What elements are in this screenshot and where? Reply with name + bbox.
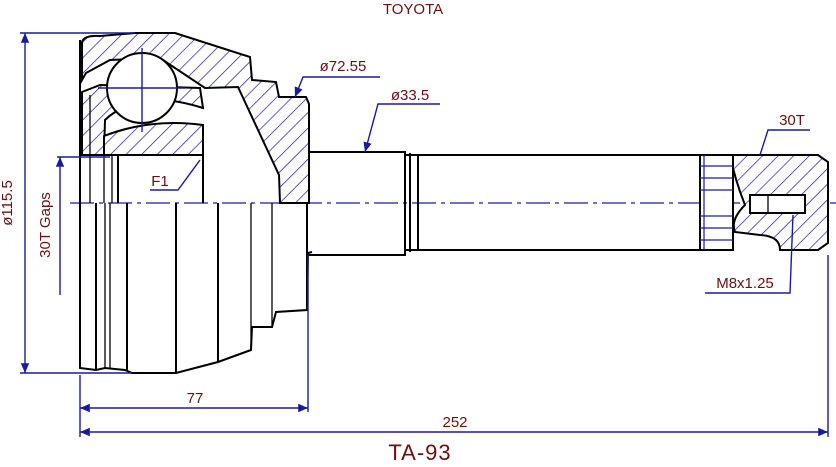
spline-label: 30T <box>779 112 805 129</box>
outer-housing-section <box>79 32 310 204</box>
gaps-label: 30T Gaps <box>37 192 54 258</box>
outer-housing-view <box>79 203 313 374</box>
housing-diameter-label: ø72.55 <box>320 58 367 75</box>
part-number: TA-93 <box>388 440 451 465</box>
total-length-label: 252 <box>442 414 467 431</box>
spline-end <box>699 154 829 251</box>
dimension-lines <box>20 32 829 437</box>
f1-label: F1 <box>151 173 169 190</box>
thread-label: M8x1.25 <box>716 275 774 292</box>
title: TOYOTA <box>383 1 443 18</box>
outer-diameter-label: ø115.5 <box>0 180 16 226</box>
shaft-diameter-label: ø33.5 <box>391 87 429 104</box>
housing-length-label: 77 <box>187 390 204 407</box>
shaft <box>309 151 700 256</box>
